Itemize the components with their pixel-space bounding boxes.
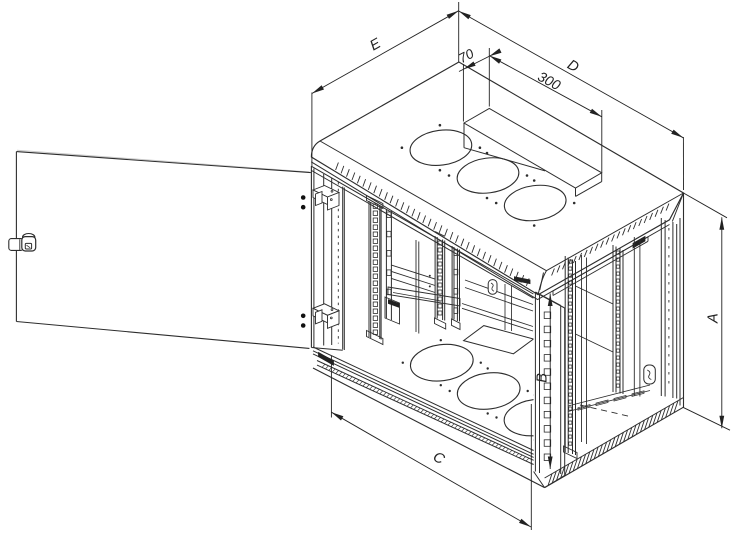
svg-text:70: 70 [456, 46, 477, 67]
svg-text:A: A [705, 313, 721, 324]
svg-text:B: B [535, 373, 551, 383]
